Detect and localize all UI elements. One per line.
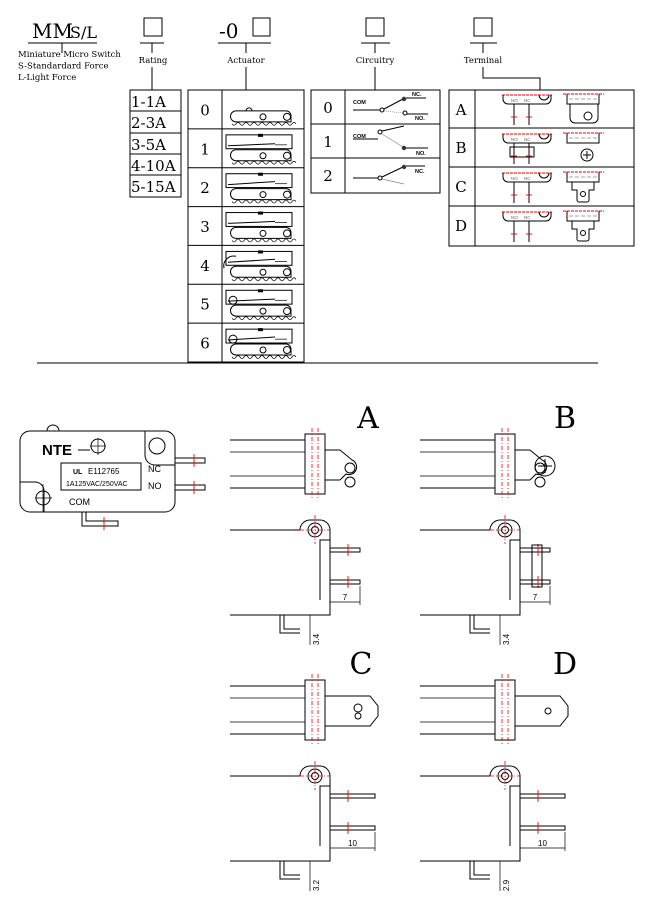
rating-option: 2-3A	[131, 114, 166, 132]
circuitry-placeholder-box	[365, 17, 385, 37]
circuit-diagram-2: NC.	[353, 164, 425, 185]
actuator-code: 0	[200, 101, 210, 119]
description-line: Miniature Micro Switch	[18, 50, 121, 60]
description-line: S-Standardard Force	[18, 62, 108, 72]
terminal-code: D	[455, 217, 467, 235]
actuator-diagram-3	[225, 211, 297, 243]
pin-label: NC	[524, 137, 531, 142]
dimension-height-label: 3.4	[312, 633, 321, 645]
circuitry-code: 0	[323, 99, 333, 117]
pin-label: NC	[524, 176, 531, 181]
rating-option: 4-10A	[131, 157, 176, 175]
view-letter-d: D	[553, 647, 577, 682]
pin-label: NC	[524, 215, 531, 220]
com-label: COM	[353, 134, 366, 140]
actuator-code: 4	[200, 257, 210, 275]
actuator-diagram-4	[223, 250, 297, 282]
circuitry-code: 2	[323, 167, 333, 185]
actuator-placeholder-box	[252, 17, 271, 37]
terminal-table: A B C D NO NC NO NC NO NC NO NC	[448, 89, 635, 247]
rating-option: 3-5A	[131, 136, 166, 154]
part-prefix: MM	[32, 19, 73, 43]
nc-label: NC.	[412, 92, 422, 98]
pin-label: NC	[524, 98, 531, 103]
circuit-diagram-1: COM NO.	[353, 125, 428, 157]
view-letter-b: B	[554, 401, 576, 436]
ul-mark: UL	[73, 469, 83, 476]
dimension-width-label: 10	[348, 839, 357, 848]
nc-terminal-label: NC	[148, 464, 161, 474]
pin-label: NO	[511, 137, 518, 142]
rating-table: 1-1A 2-3A 3-5A 4-10A 5-15A	[129, 89, 182, 198]
actuator-diagram-5	[225, 289, 297, 320]
rating-label: Rating	[139, 56, 168, 66]
com-label: COM	[353, 100, 366, 106]
actuator-diagram-6	[225, 328, 297, 359]
brand-logo: NTE	[42, 442, 72, 459]
view-c: 103.2	[230, 674, 379, 891]
dimension-width-label: 7	[533, 593, 538, 602]
actuator-diagram-0	[230, 107, 297, 126]
com-terminal-label: COM	[69, 497, 90, 507]
dimension-width-label: 10	[538, 839, 547, 848]
circuitry-label: Circuitry	[356, 56, 395, 66]
dimension-width-label: 7	[343, 593, 348, 602]
nc-label: NC.	[415, 169, 425, 175]
cert-number: E112765	[88, 467, 120, 476]
terminal-diagram-A: NO NC	[502, 93, 604, 125]
no-terminal-label: NO	[148, 481, 162, 491]
view-letter-a: A	[356, 401, 379, 436]
circuitry-table: 0 1 2 COM NC. NO. COM NO.	[310, 89, 441, 194]
dimension-height-label: 2.9	[502, 879, 511, 891]
rating-option: 1-1A	[131, 93, 166, 111]
circuit-diagram-0: COM NC. NO.	[353, 92, 428, 122]
actuator-code: 1	[200, 140, 210, 158]
dimension-height-label: 3.4	[502, 633, 511, 645]
no-label: NO.	[416, 151, 426, 157]
dimension-height-label: 3.2	[312, 879, 321, 891]
terminal-diagram-C: NO NC	[502, 171, 604, 203]
view-d: 102.9	[420, 674, 569, 891]
pin-label: NO	[511, 215, 518, 220]
terminal-code: C	[455, 178, 466, 196]
terminal-code: B	[455, 139, 466, 157]
circuitry-code: 1	[323, 133, 333, 151]
rating-placeholder-box	[143, 17, 163, 37]
rating-option: 5-15A	[131, 178, 176, 196]
actuator-table: 0 1 2 3 4 5 6	[187, 89, 305, 363]
pin-label: NO	[511, 176, 518, 181]
force-code: S/L	[70, 23, 97, 42]
switch-front-view: NTE UL E112765 1A125VAC/250VAC NC NO COM	[19, 424, 206, 530]
view-b: 73.4	[420, 428, 556, 645]
actuator-code: 6	[200, 335, 210, 353]
pin-label: NO	[511, 98, 518, 103]
terminal-code: A	[455, 101, 467, 119]
view-letter-c: C	[350, 647, 373, 682]
part-code-header: MM S/L Miniature Micro Switch S-Standard…	[18, 17, 541, 90]
actuator-prefix: -0	[219, 19, 238, 43]
rating-marking: 1A125VAC/250VAC	[66, 481, 128, 488]
terminal-placeholder-box	[473, 17, 493, 37]
actuator-code: 2	[200, 179, 210, 197]
terminal-diagram-D: NO NC	[502, 210, 604, 242]
actuator-label: Actuator	[226, 56, 265, 66]
terminal-diagram-B: NO NC	[502, 132, 604, 164]
actuator-diagram-1	[225, 133, 297, 165]
actuator-diagram-2	[225, 172, 297, 204]
actuator-code: 5	[200, 296, 210, 314]
terminal-label: Terminal	[464, 56, 502, 66]
no-label: NO.	[415, 116, 425, 122]
description-line: L-Light Force	[18, 73, 76, 83]
actuator-code: 3	[200, 218, 210, 236]
view-a: 73.4	[230, 428, 361, 645]
